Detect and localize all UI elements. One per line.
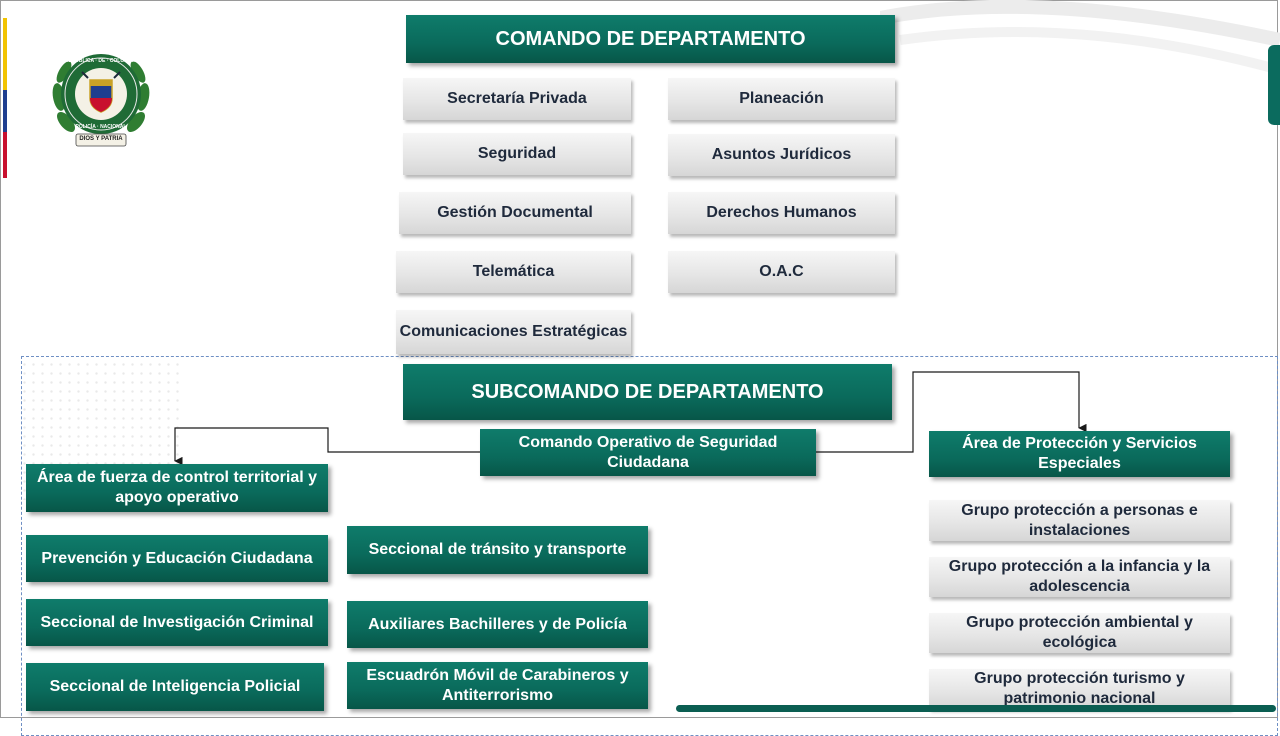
- grupo-proteccion-personas: Grupo protección a personas e instalacio…: [929, 500, 1230, 541]
- unit-comunicaciones-estrategicas: Comunicaciones Estratégicas: [396, 310, 631, 354]
- swoosh-decoration: [880, 0, 1280, 75]
- unit-derechos-humanos: Derechos Humanos: [668, 192, 895, 234]
- auxiliares-bachilleres-policia: Auxiliares Bachilleres y de Policía: [347, 601, 648, 648]
- prevencion-educacion-ciudadana: Prevención y Educación Ciudadana: [26, 535, 328, 582]
- unit-seguridad: Seguridad: [403, 133, 631, 175]
- right-edge-tab: [1268, 45, 1280, 125]
- policia-nacional-crest-logo: [52, 54, 150, 147]
- crest-motto: DIOS Y PATRIA: [79, 136, 123, 142]
- crest-ring-text-bottom: POLICÍA · NACIONAL: [75, 124, 127, 130]
- flag-yellow-stripe: [3, 18, 7, 90]
- flag-blue-stripe: [3, 90, 7, 132]
- subcomando-departamento-header: SUBCOMANDO DE DEPARTAMENTO: [403, 364, 892, 420]
- unit-planeacion: Planeación: [668, 78, 895, 120]
- grupo-proteccion-turismo: Grupo protección turismo y patrimonio na…: [929, 669, 1230, 709]
- unit-oac: O.A.C: [668, 251, 895, 293]
- comando-operativo-seguridad-ciudadana: Comando Operativo de Seguridad Ciudadana: [480, 429, 816, 476]
- unit-asuntos-juridicos: Asuntos Jurídicos: [668, 134, 895, 176]
- unit-telematica: Telemática: [396, 251, 631, 293]
- area-fuerza-control-territorial: Área de fuerza de control territorial y …: [26, 464, 328, 512]
- area-proteccion-servicios-especiales: Área de Protección y Servicios Especiale…: [929, 431, 1230, 477]
- unit-gestion-documental: Gestión Documental: [399, 192, 631, 234]
- comando-departamento-header: COMANDO DE DEPARTAMENTO: [406, 15, 895, 63]
- seccional-transito-transporte: Seccional de tránsito y transporte: [347, 526, 648, 574]
- seccional-inteligencia-policial: Seccional de Inteligencia Policial: [26, 663, 324, 711]
- escuadron-movil-carabineros: Escuadrón Móvil de Carabineros y Antiter…: [347, 662, 648, 709]
- connector-lines: [174, 371, 1087, 466]
- grupo-proteccion-ambiental: Grupo protección ambiental y ecológica: [929, 613, 1230, 653]
- seccional-investigacion-criminal: Seccional de Investigación Criminal: [26, 599, 328, 646]
- unit-secretaria-privada: Secretaría Privada: [403, 78, 631, 120]
- grupo-proteccion-infancia: Grupo protección a la infancia y la adol…: [929, 557, 1230, 597]
- crest-ring-text-top: REPÚBLICA · DE · COLOMBIA: [64, 58, 138, 64]
- bottom-accent-bar: [676, 705, 1276, 712]
- flag-red-stripe: [3, 132, 7, 178]
